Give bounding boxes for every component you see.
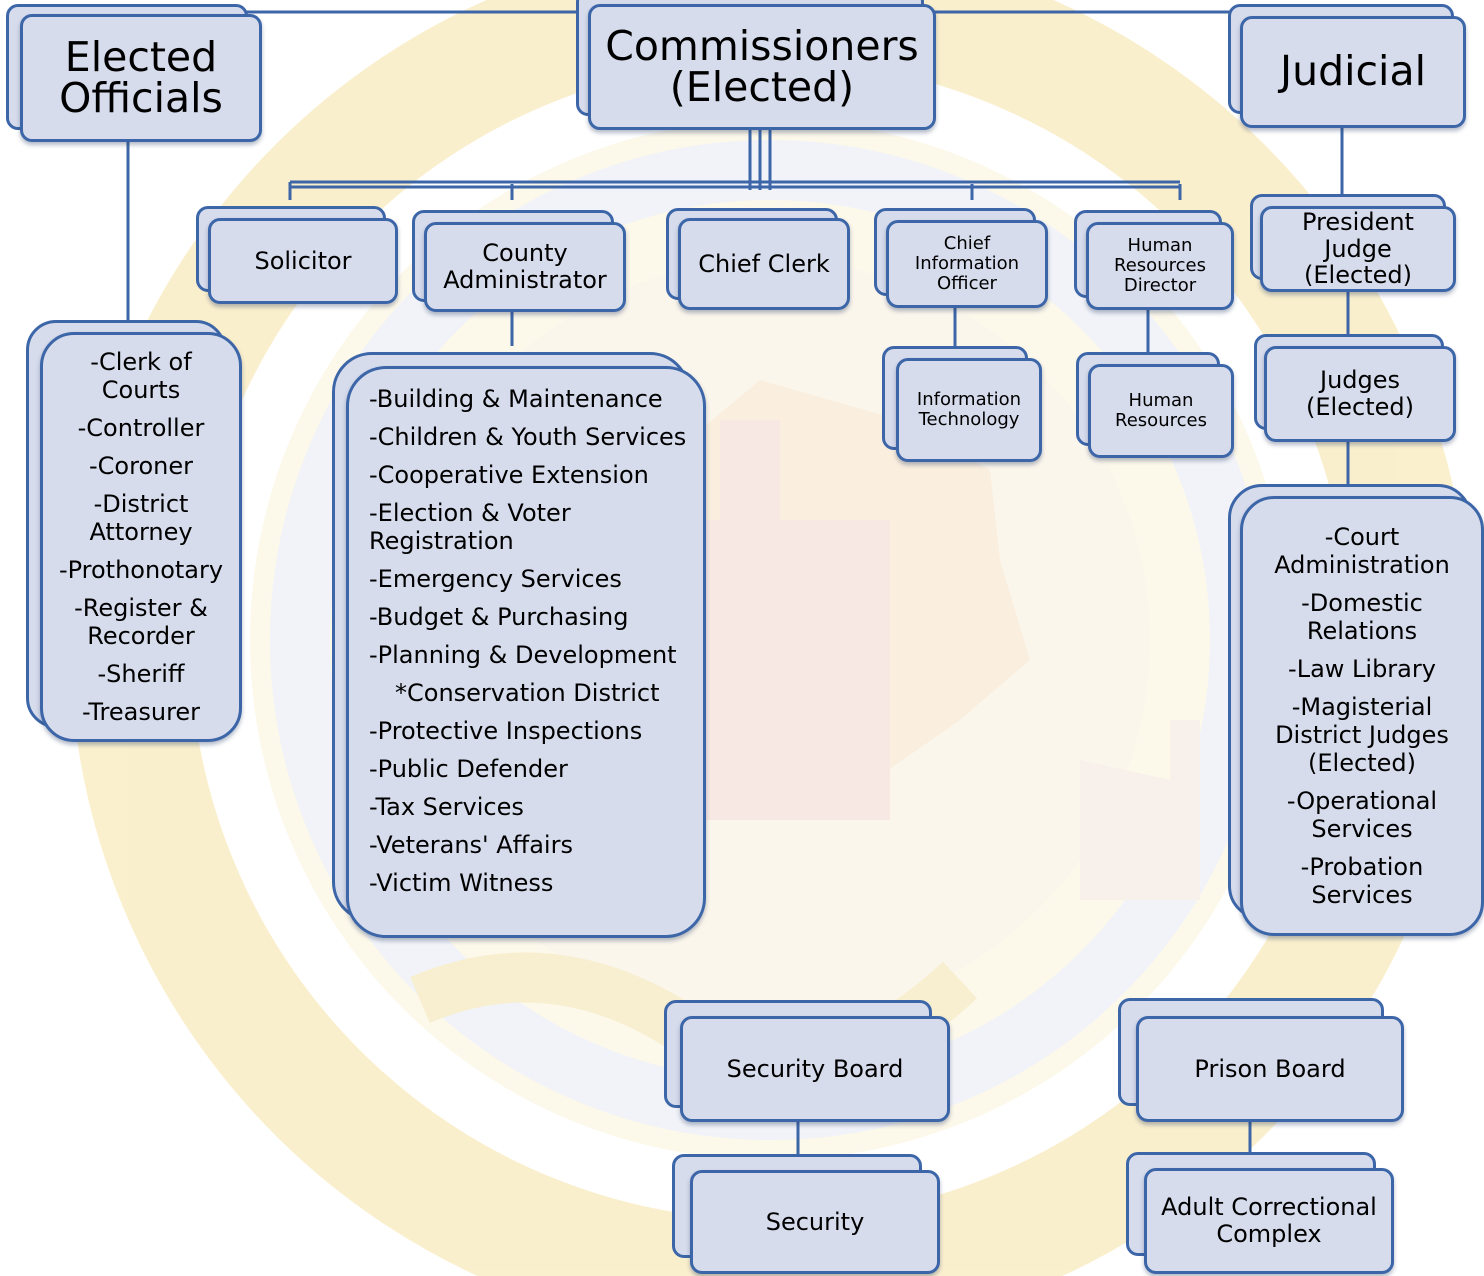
court-unit-item: Services xyxy=(1311,881,1413,909)
department-item: Registration xyxy=(369,527,514,555)
court-unit-item: Services xyxy=(1311,815,1413,843)
elected-officials-label-line2: Officials xyxy=(59,74,223,122)
court-unit-item: -Probation xyxy=(1300,853,1424,881)
department-item: -Planning & Development xyxy=(369,641,677,669)
chief-clerk-label: Chief Clerk xyxy=(698,249,830,278)
court-unit-item: -Court xyxy=(1324,523,1400,551)
hr-director-label-line1: Human xyxy=(1127,234,1193,256)
hr-label-line2: Resources xyxy=(1115,410,1207,431)
judges-label-line1: Judges xyxy=(1319,366,1401,395)
judges-label-line2: (Elected) xyxy=(1306,393,1414,421)
hr-director-label-line2: Resources xyxy=(1114,254,1206,276)
elected-office-item: -Prothonotary xyxy=(58,556,224,584)
hr-label-line1: Human xyxy=(1128,389,1194,411)
department-item: -Election & Voter xyxy=(369,499,571,527)
department-item: -Building & Maintenance xyxy=(369,385,663,413)
court-unit-item: -Law Library xyxy=(1288,655,1436,683)
department-item: *Conservation District xyxy=(395,679,660,707)
elected-office-item: -Treasurer xyxy=(81,698,201,726)
elected-office-item: Attorney xyxy=(89,518,193,546)
department-item: -Budget & Purchasing xyxy=(369,603,629,631)
security-label: Security xyxy=(765,1207,865,1236)
it-label-line1: Information xyxy=(916,388,1022,410)
court-unit-item: -Magisterial xyxy=(1291,693,1433,721)
department-item: -Tax Services xyxy=(369,793,524,821)
elected-office-item: -Clerk of xyxy=(90,348,192,376)
court-unit-item: (Elected) xyxy=(1308,749,1416,777)
adult-correctional-label-line1: Adult Correctional xyxy=(1161,1193,1377,1222)
adult-correctional-label-line2: Complex xyxy=(1216,1220,1322,1248)
elected-office-item: Courts xyxy=(101,376,181,404)
prison-board-label: Prison Board xyxy=(1194,1054,1346,1083)
commissioners-label-line1: Commissioners xyxy=(605,22,919,70)
president-judge-label-line1: President xyxy=(1302,207,1414,236)
county-administrator-label-line2: Administrator xyxy=(443,266,607,294)
department-item: -Cooperative Extension xyxy=(369,461,649,489)
cio-label-line1: Chief xyxy=(943,232,991,254)
department-item: -Public Defender xyxy=(369,755,568,783)
court-unit-item: -Operational xyxy=(1286,787,1438,815)
elected-office-item: Recorder xyxy=(87,622,195,650)
court-unit-item: Administration xyxy=(1274,551,1450,579)
department-item: -Emergency Services xyxy=(369,565,622,593)
elected-office-item: -Register & xyxy=(74,594,208,622)
elected-office-item: -District xyxy=(93,490,189,518)
cio-label-line2: Information xyxy=(914,252,1020,274)
elected-officials-label-line1: Elected xyxy=(64,33,218,81)
hr-director-label-line3: Director xyxy=(1123,275,1197,297)
elected-office-item: -Sheriff xyxy=(97,660,185,688)
solicitor-label: Solicitor xyxy=(254,246,352,275)
court-unit-item: -Domestic xyxy=(1301,589,1423,617)
department-item: -Victim Witness xyxy=(369,869,554,897)
security-board-label: Security Board xyxy=(726,1054,904,1083)
elected-office-item: -Controller xyxy=(77,414,205,442)
commissioners-label-line2: (Elected) xyxy=(669,63,855,111)
cio-label-line3: Officer xyxy=(937,273,997,295)
judicial-label: Judicial xyxy=(1280,47,1426,96)
it-label-line2: Technology xyxy=(918,409,1020,430)
department-item: -Protective Inspections xyxy=(369,717,643,745)
department-item: -Children & Youth Services xyxy=(369,423,687,451)
department-item: -Veterans' Affairs xyxy=(369,831,573,859)
president-judge-label-line3: (Elected) xyxy=(1304,261,1412,290)
court-unit-item: Relations xyxy=(1306,617,1418,645)
elected-office-item: -Coroner xyxy=(89,452,193,480)
president-judge-label-line2: Judge xyxy=(1324,234,1392,263)
county-administrator-label-line1: County xyxy=(482,239,568,268)
court-unit-item: District Judges xyxy=(1275,721,1449,749)
